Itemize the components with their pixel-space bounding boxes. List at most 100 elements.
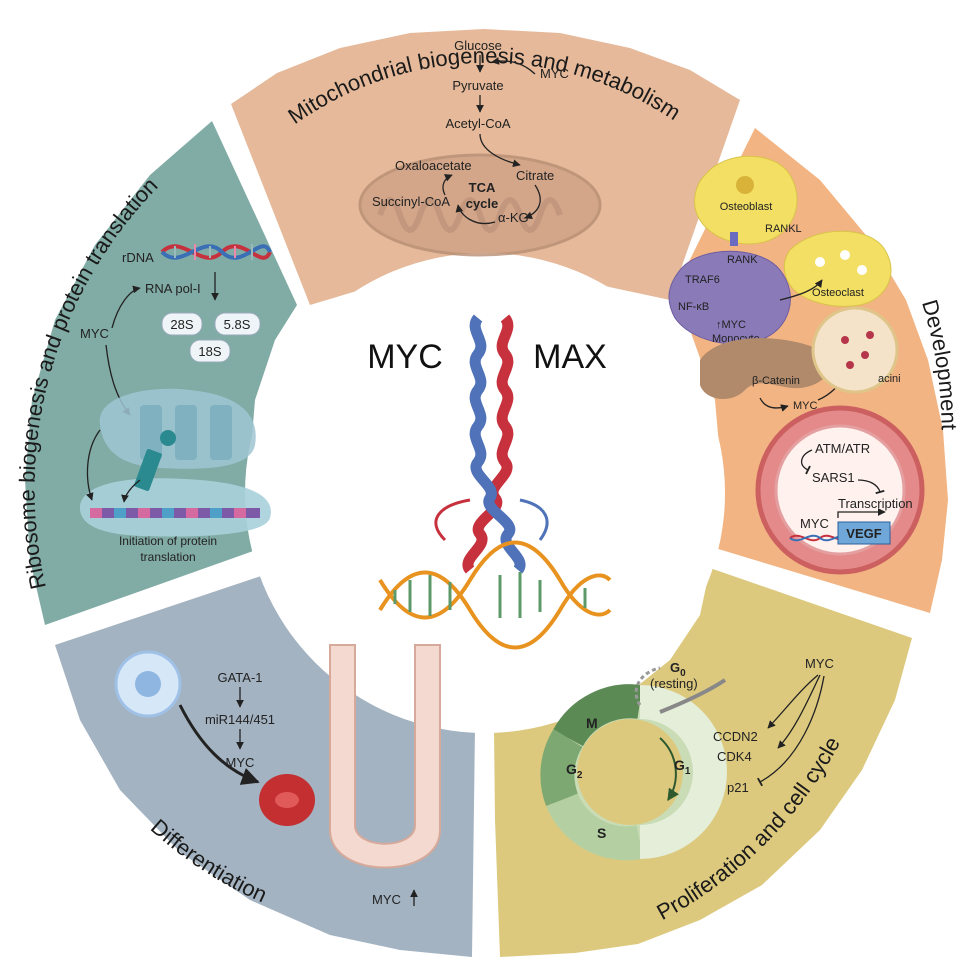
label-rna-pol: RNA pol-I xyxy=(145,281,201,296)
label-initiation-1: Initiation of protein xyxy=(119,534,217,548)
arrow-myc-rnapol xyxy=(111,285,141,329)
arrow-myc-cdk4 xyxy=(777,674,821,749)
arrow-citrate-akg xyxy=(524,184,541,220)
rankl-receptor-icon xyxy=(730,232,738,246)
rrna-58s-box xyxy=(214,312,261,336)
label-phase-g2: G2 xyxy=(566,761,583,781)
cycle-direction-arrow xyxy=(659,737,679,802)
label-28s: 28S xyxy=(170,317,193,332)
label-osteoclast: Osteoclast xyxy=(812,287,864,299)
max-loop xyxy=(519,498,549,541)
arrow-acetyl-citrate xyxy=(479,133,521,168)
label-phase-s: S xyxy=(597,825,606,841)
label-rankl: RANKL xyxy=(765,223,802,235)
intestinal-crypt-icon xyxy=(329,644,441,869)
label-myc-vegf: MYC xyxy=(800,516,829,531)
label-traf6: TRAF6 xyxy=(685,274,720,286)
arrow-akg-succinyl xyxy=(455,204,496,225)
label-tca: TCA xyxy=(469,180,496,195)
arrow-bcatenin-myc xyxy=(759,397,789,412)
mitochondria-content: Glucose MYC Pyruvate Acetyl-CoA Oxaloace… xyxy=(358,38,602,257)
label-58s: 5.8S xyxy=(224,317,251,332)
vegf-box xyxy=(837,521,891,545)
inhibit-myc-p21 xyxy=(757,675,825,787)
label-initiation-2: translation xyxy=(140,550,195,564)
label-phase-g1: G1 xyxy=(674,757,691,777)
dna-backbone-2 xyxy=(378,540,612,620)
label-myc-diff: MYC xyxy=(226,755,255,770)
label-cdk4: CDK4 xyxy=(717,749,752,764)
inhibit-sars-transcription xyxy=(857,479,885,495)
proliferation-content: M G2 G1 S G0 (resting) MYC CCDN2 CDK4 p2… xyxy=(540,656,834,861)
label-atm-atr: ATM/ATR xyxy=(815,441,870,456)
label-pyruvate: Pyruvate xyxy=(452,78,503,93)
label-acini: acini xyxy=(878,373,901,385)
label-myc-ribo: MYC xyxy=(80,326,109,341)
label-mir144: miR144/451 xyxy=(205,712,275,727)
pancreas-icon xyxy=(700,338,831,400)
label-sars1: SARS1 xyxy=(812,470,855,485)
label-resting: (resting) xyxy=(650,676,698,691)
label-glucose: Glucose xyxy=(454,38,502,53)
label-vegf: VEGF xyxy=(846,526,881,541)
label-gata1: GATA-1 xyxy=(217,670,262,685)
mitochondrion-shape xyxy=(358,153,602,257)
label-upmyc: ↑MYC xyxy=(716,319,746,331)
label-nfkb: NF-κB xyxy=(678,301,709,313)
dna-base-pairs xyxy=(393,572,587,618)
label-ccdn2: CCDN2 xyxy=(713,729,758,744)
label-g0: G0 xyxy=(670,660,686,679)
arrow-trna-mrna xyxy=(121,479,141,503)
differentiation-content: GATA-1 miR144/451 MYC MYC xyxy=(114,644,441,907)
acini-icon xyxy=(811,306,899,394)
arrow-stemcell-rbc xyxy=(178,704,260,785)
monocyte-icon xyxy=(668,250,791,345)
inhibit-atm-sars xyxy=(801,449,813,475)
myc-helix xyxy=(462,314,514,574)
mrna-strand-icon xyxy=(90,508,260,518)
label-transcription: Transcription xyxy=(838,496,913,511)
label-rdna: rDNA xyxy=(122,250,154,265)
rrna-28s-box xyxy=(161,312,203,336)
osteoclast-icon xyxy=(783,230,892,307)
cell-cycle-center xyxy=(578,720,682,824)
arrow-monocyte-osteoclast xyxy=(779,279,823,301)
arrow-myc-glucose xyxy=(491,57,536,75)
arrow-to-g0 xyxy=(659,678,727,714)
center-label-myc: MYC xyxy=(367,338,443,376)
center-label-max: MAX xyxy=(533,338,607,376)
label-myc-mito: MYC xyxy=(540,66,569,81)
dna-helix-icon xyxy=(160,244,272,260)
arrow-g0-return xyxy=(634,666,661,706)
label-cycle: cycle xyxy=(466,196,499,211)
max-helix xyxy=(469,314,526,574)
mitochondrion-cristae xyxy=(377,197,563,233)
center-disc xyxy=(245,253,725,733)
osteoblast-icon xyxy=(694,155,798,245)
label-18s: 18S xyxy=(198,344,221,359)
ribosome-content: rDNA RNA pol-I MYC 28S 5.8S 18S xyxy=(79,244,272,564)
label-succinyl-coa: Succinyl-CoA xyxy=(372,194,450,209)
arrow-ribosome-mrna-left xyxy=(86,429,101,501)
arrow-myc-ccdn2 xyxy=(767,674,819,729)
development-content: Osteoblast RANKL RANK TRAF6 NF-κB ↑MYC M… xyxy=(668,155,925,575)
phase-g2-arc xyxy=(540,729,583,807)
myc-max-structure: MYC MAX xyxy=(367,314,612,650)
label-myc-prolif: MYC xyxy=(805,656,834,671)
label-citrate: Citrate xyxy=(516,168,554,183)
myc-loop xyxy=(434,498,471,542)
arrow-vegf-transcription xyxy=(837,508,886,518)
dna-backbone-1 xyxy=(378,570,612,650)
label-phase-m: M xyxy=(586,715,598,731)
label-myc-dev: MYC xyxy=(793,400,818,412)
phase-m-arc xyxy=(553,684,643,747)
ribosome-icon xyxy=(79,388,271,537)
label-rank: RANK xyxy=(727,254,758,266)
label-akg: α-KG xyxy=(498,210,529,225)
label-bcatenin: β-Catenin xyxy=(752,375,800,387)
rrna-18s-box xyxy=(189,339,231,363)
phase-s-arc xyxy=(546,792,644,861)
label-oxaloacetate: Oxaloacetate xyxy=(395,158,472,173)
label-myc-up: MYC xyxy=(372,892,401,907)
arrow-succinyl-oxalo xyxy=(442,174,453,196)
